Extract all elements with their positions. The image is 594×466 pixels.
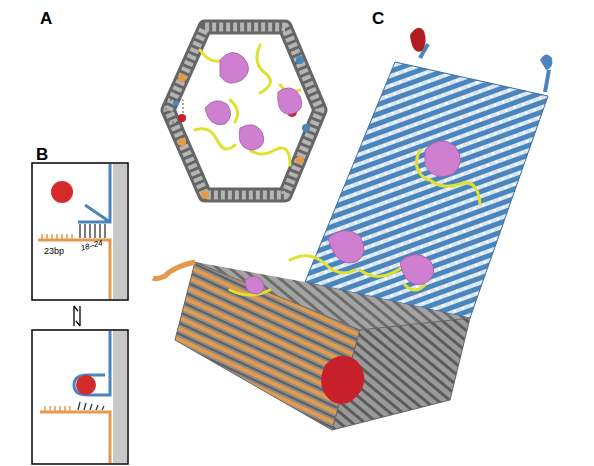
- length-label: 23bp: [44, 247, 64, 256]
- panel-c: [153, 28, 552, 430]
- panel-b: [32, 163, 128, 464]
- panel-letter: B: [36, 146, 48, 163]
- panel-a: [166, 27, 320, 199]
- panel-letter: A: [40, 10, 52, 27]
- panel-letter: C: [372, 10, 384, 27]
